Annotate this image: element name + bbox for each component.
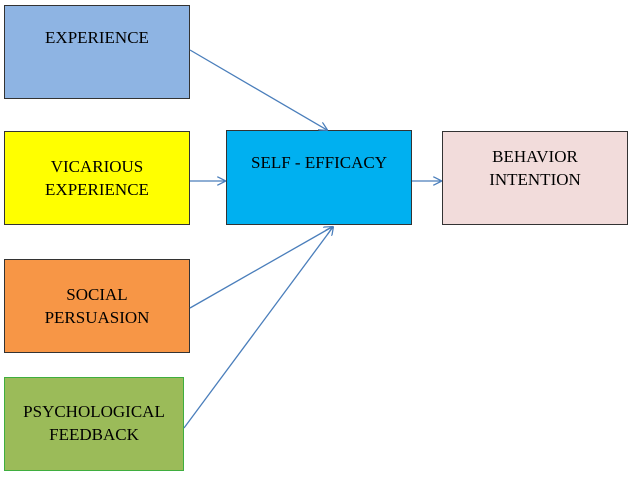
node-vicarious-experience-label: VICARIOUS EXPERIENCE (45, 157, 149, 199)
node-vicarious-experience: VICARIOUS EXPERIENCE (4, 131, 190, 225)
node-self-efficacy-label: SELF - EFFICACY (250, 153, 388, 172)
node-behavior-intention-label: BEHAVIOR INTENTION (489, 147, 581, 189)
node-experience: EXPERIENCE (4, 5, 190, 99)
node-self-efficacy: SELF - EFFICACY (226, 130, 412, 225)
node-psychological-feedback-label: PSYCHOLOGICAL FEEDBACK (23, 402, 165, 444)
arrow-experience-to-self-efficacy (189, 49, 327, 130)
arrow-social-to-self-efficacy (189, 227, 332, 309)
node-experience-label: EXPERIENCE (45, 27, 149, 47)
node-social-persuasion-label: SOCIAL PERSUASION (44, 285, 150, 327)
node-social-persuasion: SOCIAL PERSUASION (4, 259, 190, 353)
arrow-psychological-to-self-efficacy (183, 227, 333, 429)
node-psychological-feedback: PSYCHOLOGICAL FEEDBACK (4, 377, 184, 471)
node-behavior-intention: BEHAVIOR INTENTION (442, 131, 628, 225)
